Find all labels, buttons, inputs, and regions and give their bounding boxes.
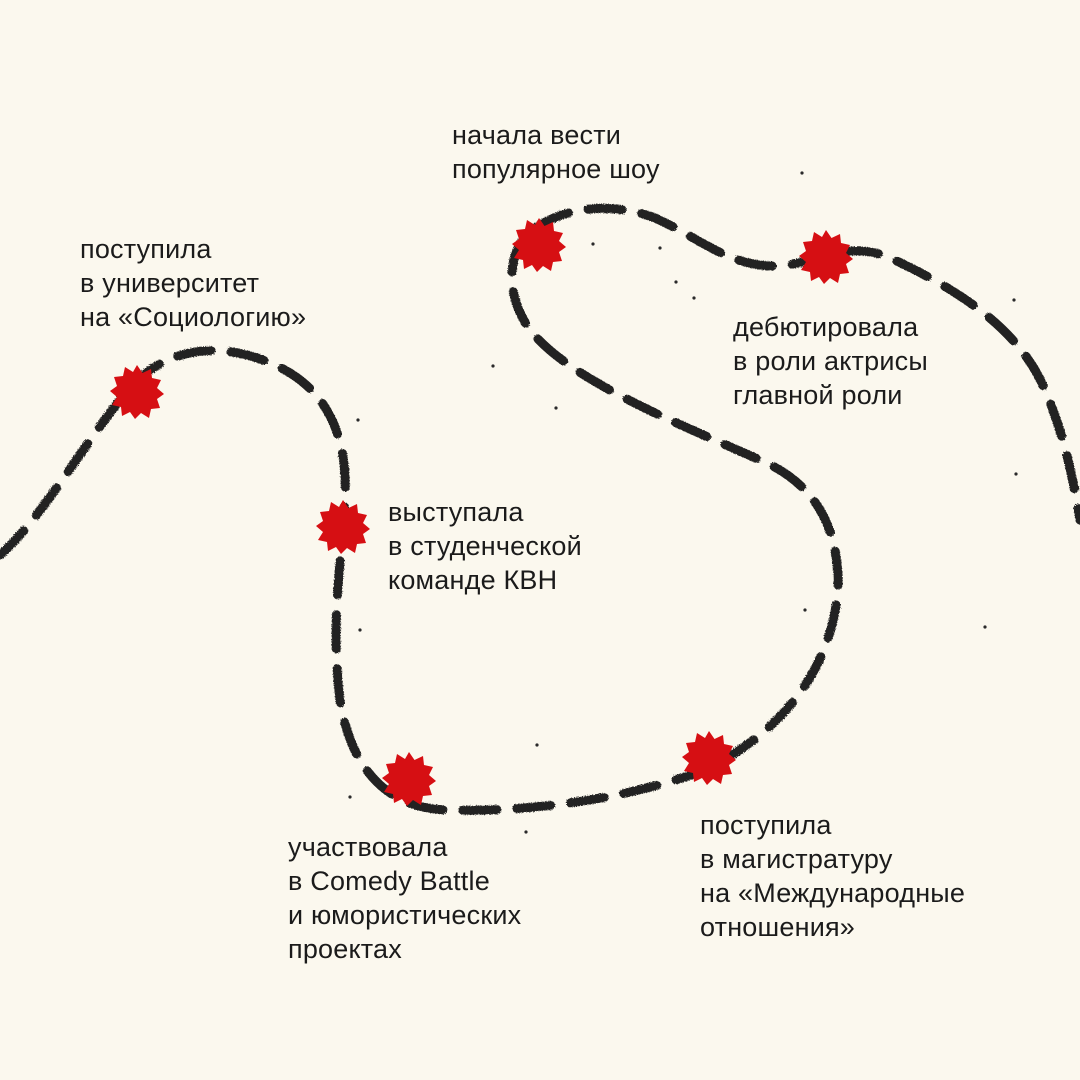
event-marker-actress xyxy=(799,230,853,284)
event-label-line: начала вести xyxy=(452,120,622,150)
event-label-actress: дебютировала в роли актрисы главной роли xyxy=(733,310,928,412)
starburst-icon xyxy=(799,230,853,284)
event-label-line: команде КВН xyxy=(388,565,558,595)
event-label-university: поступила в университет на «Социологию» xyxy=(80,232,306,334)
event-label-masters: поступила в магистратуру на «Международн… xyxy=(700,808,965,944)
event-label-show: начала вести популярное шоу xyxy=(452,118,660,186)
event-marker-kvn xyxy=(316,500,370,554)
event-label-line: дебютировала xyxy=(733,312,919,342)
event-label-line: и юмористических xyxy=(288,900,522,930)
event-label-line: популярное шоу xyxy=(452,154,660,184)
event-label-line: поступила xyxy=(80,234,212,264)
event-label-line: в Comedy Battle xyxy=(288,866,490,896)
event-marker-show xyxy=(512,218,566,272)
event-label-line: на «Международные xyxy=(700,878,966,908)
event-label-line: поступила xyxy=(700,810,832,840)
event-label-comedy: участвовала в Comedy Battle и юмористиче… xyxy=(288,830,521,966)
event-label-line: в университет xyxy=(80,268,260,298)
starburst-icon xyxy=(512,218,566,272)
event-label-line: в студенческой xyxy=(388,531,582,561)
event-label-line: выступала xyxy=(388,497,524,527)
event-label-line: отношения» xyxy=(700,912,856,942)
event-label-line: в роли актрисы xyxy=(733,346,928,376)
event-label-line: в магистратуру xyxy=(700,844,893,874)
event-label-kvn: выступала в студенческой команде КВН xyxy=(388,495,582,597)
starburst-icon xyxy=(110,365,164,419)
event-marker-comedy xyxy=(382,752,436,806)
event-label-line: на «Социологию» xyxy=(80,302,307,332)
event-marker-university xyxy=(110,365,164,419)
event-label-line: участвовала xyxy=(288,832,448,862)
event-label-line: проектах xyxy=(288,934,402,964)
starburst-icon xyxy=(316,500,370,554)
event-marker-masters xyxy=(682,731,736,785)
dust-specks xyxy=(348,171,1018,834)
starburst-icon xyxy=(682,731,736,785)
starburst-icon xyxy=(382,752,436,806)
event-label-line: главной роли xyxy=(733,380,903,410)
